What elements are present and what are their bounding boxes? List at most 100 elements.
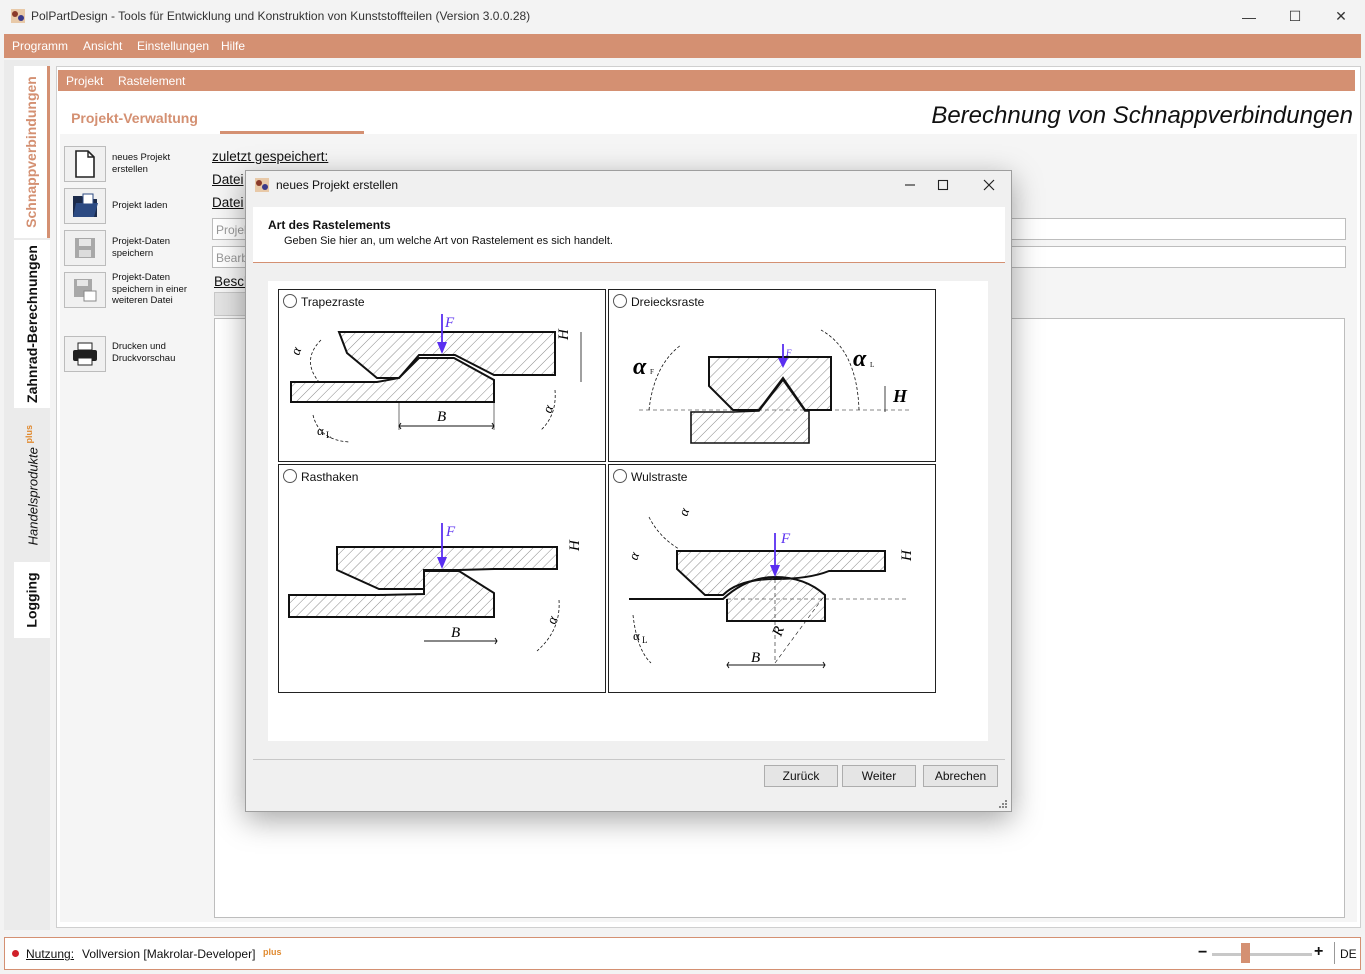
option-label: Dreiecksraste [631, 295, 705, 309]
submenu-rastelement[interactable]: Rastelement [118, 74, 186, 88]
close-button[interactable]: ✕ [1335, 8, 1347, 24]
dialog-subheading: Geben Sie hier an, um welche Art von Ras… [284, 235, 613, 247]
svg-text:H: H [899, 549, 915, 562]
new-document-icon [75, 150, 95, 178]
menu-programm[interactable]: Programm [12, 39, 69, 53]
option-trapezraste[interactable]: F H B α α L α Trapezraste [278, 289, 606, 462]
option-rasthaken[interactable]: F H B α Rasthaken [278, 464, 606, 693]
maximize-button[interactable]: ☐ [1288, 8, 1302, 24]
zoom-slider-thumb[interactable] [1241, 943, 1250, 963]
tab-handelsprodukte-label: Handelsprodukte [25, 446, 41, 546]
zoom-in-button[interactable]: + [1314, 943, 1324, 960]
maximize-icon [937, 179, 949, 191]
tab-handelsprodukte[interactable]: Handelsprodukte plus [14, 412, 50, 558]
svg-text:α: α [677, 506, 694, 519]
dialog-body: F H B α α L α Trapezraste [268, 281, 988, 741]
radio-wulstraste[interactable] [613, 469, 627, 483]
dialog-close-button[interactable] [969, 173, 1009, 197]
dialog-app-icon [255, 178, 269, 192]
app-logo-icon [11, 9, 25, 23]
status-divider [1334, 942, 1335, 964]
plus-badge: plus [23, 424, 34, 444]
load-project-button[interactable] [64, 188, 106, 224]
svg-text:F: F [445, 524, 456, 540]
dialog-minimize-button[interactable] [890, 173, 930, 197]
new-project-button[interactable] [64, 146, 106, 182]
save-as-label: Projekt-Daten speichern in einer weitere… [112, 272, 187, 306]
svg-text:L: L [326, 430, 332, 440]
window-title: PolPartDesign - Tools für Entwicklung un… [31, 9, 531, 23]
tab-projekt-verwaltung[interactable]: Projekt-Verwaltung [62, 104, 207, 132]
tab-underline [220, 131, 364, 134]
zoom-out-button[interactable]: − [1198, 944, 1208, 961]
dialog-maximize-button[interactable] [923, 173, 963, 197]
usage-label[interactable]: Nutzung: [26, 947, 75, 961]
tab-logging-label: Logging [24, 572, 41, 628]
close-icon [983, 179, 995, 191]
save-project-button[interactable] [64, 230, 106, 266]
resize-grip-icon[interactable] [998, 799, 1008, 809]
trapezraste-diagram: F H B α α L α [289, 314, 582, 443]
option-label: Trapezraste [301, 295, 365, 309]
svg-text:F: F [650, 368, 654, 376]
plus-badge-status: plus [263, 947, 282, 957]
force-label: F [444, 315, 455, 331]
description-label: Besch [214, 274, 252, 289]
radio-dreiecksraste[interactable] [613, 294, 627, 308]
dialog-title: neues Projekt erstellen [276, 178, 399, 192]
load-project-label: Projekt laden [112, 200, 168, 211]
tab-zahnrad-label: Zahnrad-Berechnungen [24, 245, 40, 403]
last-saved-label: zuletzt gespeichert: [212, 149, 329, 164]
option-label: Rasthaken [301, 470, 359, 484]
zoom-slider-track[interactable] [1212, 953, 1312, 956]
submenu-projekt[interactable]: Projekt [66, 74, 104, 88]
next-button[interactable]: Weiter [842, 765, 916, 787]
minimize-icon [905, 184, 915, 186]
svg-text:L: L [870, 361, 874, 369]
radio-rasthaken[interactable] [283, 469, 297, 483]
page-title: Berechnung von Schnappverbindungen [931, 102, 1353, 129]
tab-logging[interactable]: Logging [14, 562, 50, 638]
save-as-icon [74, 279, 97, 302]
dialog-footer-divider [253, 759, 1005, 760]
sub-menu-bar: Projekt Rastelement [58, 70, 1355, 91]
dialog-header: Art des Rastelements Geben Sie hier an, … [253, 207, 1005, 263]
option-wulstraste[interactable]: F H B R α α α L Wulstraste [608, 464, 936, 693]
print-button[interactable] [64, 336, 106, 372]
svg-text:B: B [451, 625, 460, 641]
printer-icon [73, 342, 97, 366]
svg-text:α: α [633, 354, 647, 380]
svg-text:F: F [780, 531, 791, 547]
minimize-button[interactable]: — [1242, 8, 1256, 25]
rasthaken-diagram: F H B α [288, 523, 583, 652]
option-label: Wulstraste [631, 470, 688, 484]
svg-text:α: α [541, 403, 558, 416]
menu-hilfe[interactable]: Hilfe [221, 39, 246, 53]
new-project-label: neues Projekt erstellen [112, 152, 171, 175]
radio-trapezraste[interactable] [283, 294, 297, 308]
back-button[interactable]: Zurück [764, 765, 838, 787]
save-as-button[interactable] [64, 272, 106, 308]
tab-schnappverbindungen[interactable]: Schnappverbindungen [14, 66, 50, 238]
tab-zahnrad-berechnungen[interactable]: Zahnrad-Berechnungen [14, 240, 50, 408]
side-tab-strip: Schnappverbindungen Zahnrad-Berechnungen… [4, 60, 50, 930]
option-dreiecksraste[interactable]: F α F α L H Dreiecksraste [608, 289, 936, 462]
file-label-2: Datei [212, 195, 244, 210]
svg-text:H: H [556, 328, 572, 341]
svg-text:H: H [892, 386, 908, 406]
save-disk-icon [75, 238, 95, 258]
language-indicator[interactable]: DE [1340, 947, 1357, 961]
svg-text:α: α [545, 614, 562, 627]
title-bar: PolPartDesign - Tools für Entwicklung un… [0, 0, 1365, 33]
status-bar: Nutzung: Vollversion [Makrolar-Developer… [4, 937, 1361, 970]
svg-text:α: α [853, 346, 867, 372]
tab-schnappverbindungen-label: Schnappverbindungen [22, 76, 39, 228]
menu-bar: Programm Ansicht Einstellungen Hilfe [4, 34, 1361, 58]
menu-einstellungen[interactable]: Einstellungen [137, 39, 210, 53]
wulstraste-diagram: F H B R α α α L [627, 506, 915, 669]
svg-text:F: F [785, 348, 792, 358]
dialog-heading: Art des Rastelements [268, 218, 391, 232]
new-project-dialog: neues Projekt erstellen Art des Rastelem… [245, 170, 1012, 812]
menu-ansicht[interactable]: Ansicht [83, 39, 123, 53]
cancel-button[interactable]: Abrechen [923, 765, 998, 787]
